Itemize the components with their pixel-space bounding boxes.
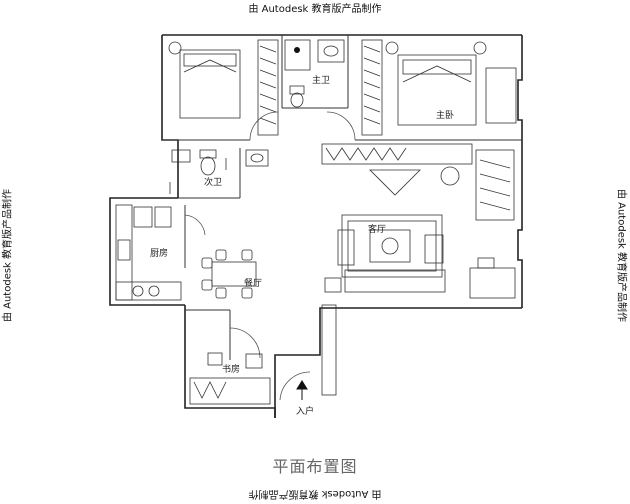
door-swing-kitchen bbox=[184, 214, 206, 236]
exterior-wall-right bbox=[517, 35, 523, 308]
watermark-bottom: 由 Autodesk 教育版产品制作 bbox=[248, 488, 382, 499]
sideboard bbox=[344, 269, 446, 293]
tv-cabinet bbox=[321, 143, 473, 165]
exterior-wall-left-kitchen bbox=[109, 197, 185, 306]
tv-screen bbox=[369, 169, 421, 196]
ottoman bbox=[324, 277, 342, 293]
desk-master bbox=[485, 67, 517, 124]
floor-drain-marker bbox=[294, 47, 300, 53]
study-cabinet bbox=[245, 353, 263, 369]
wardrobe-left bbox=[257, 39, 279, 136]
room-label-master-bedroom: 主卧 bbox=[436, 111, 455, 121]
door-swing-master-bedroom bbox=[326, 111, 356, 141]
dining-table bbox=[211, 261, 257, 287]
plan-title: 平面布置图 bbox=[272, 457, 358, 476]
coffee-table bbox=[369, 229, 411, 263]
room-label-master-bath: 主卫 bbox=[312, 76, 331, 86]
sofa bbox=[337, 229, 355, 266]
watermark-left: 由 Autodesk 教育版产品制作 bbox=[2, 188, 14, 323]
exterior-wall-bottom-right bbox=[274, 307, 522, 418]
exterior-wall-left-study bbox=[184, 305, 276, 418]
door-swing-study bbox=[229, 327, 261, 359]
armchair bbox=[424, 234, 444, 264]
watermark-top: 由 Autodesk 教育版产品制作 bbox=[248, 4, 382, 15]
stove-burner bbox=[132, 285, 144, 297]
bed-master bbox=[397, 54, 477, 126]
desk-right bbox=[469, 267, 516, 299]
wardrobe-master bbox=[361, 39, 383, 136]
sink-master-bath bbox=[317, 39, 345, 63]
shelf-unit-right bbox=[475, 149, 515, 221]
entrance-arrow bbox=[296, 380, 308, 400]
room-label-entrance: 入户 bbox=[296, 407, 315, 417]
plant-left-bedroom bbox=[168, 41, 182, 55]
toilet-master-bath bbox=[289, 85, 305, 95]
plant-right bbox=[440, 166, 460, 186]
door-swing-entrance bbox=[279, 371, 311, 401]
entry-cabinet bbox=[321, 304, 337, 396]
study-desk bbox=[189, 377, 271, 405]
living-rug bbox=[341, 214, 443, 278]
fridge bbox=[133, 206, 153, 228]
toilet-second-bath bbox=[199, 149, 217, 159]
watermark-right: 由 Autodesk 教育版产品制作 bbox=[615, 188, 627, 323]
room-label-study: 书房 bbox=[222, 365, 241, 375]
room-label-kitchen: 厨房 bbox=[150, 249, 169, 259]
shower-second-bath bbox=[171, 149, 191, 163]
shower bbox=[284, 39, 311, 71]
study-chair bbox=[207, 352, 223, 366]
room-label-living: 客厅 bbox=[368, 225, 387, 235]
bed-left-bedroom bbox=[179, 49, 241, 119]
kitchen-sink bbox=[117, 239, 131, 261]
sink-second-bath bbox=[245, 149, 269, 167]
room-label-second-bath: 次卫 bbox=[204, 178, 223, 188]
door-swing-left-bedroom bbox=[249, 111, 279, 141]
kitchen-counter-bottom bbox=[115, 281, 182, 301]
room-label-dining: 餐厅 bbox=[244, 279, 263, 289]
side-table bbox=[381, 237, 399, 255]
exterior-wall-left-upper bbox=[161, 35, 179, 198]
